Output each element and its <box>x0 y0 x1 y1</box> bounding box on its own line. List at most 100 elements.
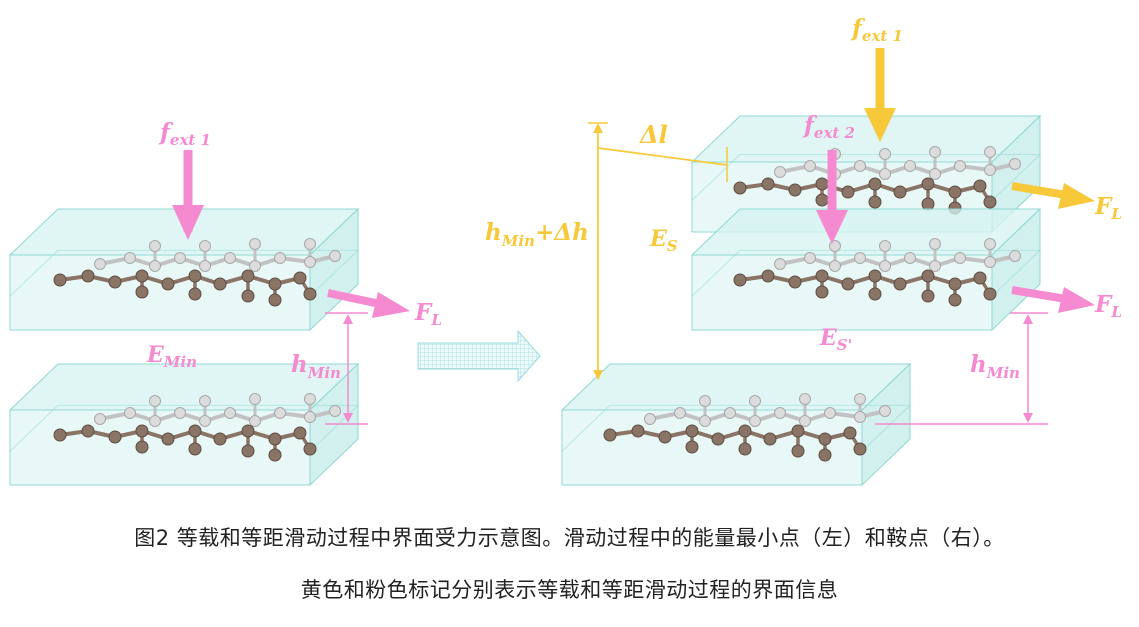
atom <box>818 432 832 446</box>
ghost-atom <box>929 260 941 272</box>
left-bottom-slab <box>8 362 360 487</box>
molecule <box>603 393 891 462</box>
right-slide-dimension <box>597 147 728 166</box>
atom <box>81 269 95 283</box>
ghost-atom <box>304 411 316 423</box>
atom <box>948 185 962 199</box>
ghost-atom <box>199 260 211 272</box>
ghost-atom <box>984 164 996 176</box>
atom <box>241 424 255 438</box>
ghost-atom <box>304 238 316 250</box>
left-emin-label: EMin <box>146 342 197 371</box>
ghost-atom <box>984 256 996 268</box>
ghost-atom <box>329 405 341 417</box>
atom <box>738 424 752 438</box>
atom <box>268 293 282 307</box>
atom <box>815 285 829 299</box>
atom <box>841 185 855 199</box>
right-fext1-label: fext 1 <box>850 15 903 45</box>
ghost-atom <box>174 407 186 419</box>
ghost-atom <box>879 148 891 160</box>
left-fl-label: FL <box>414 299 442 329</box>
caption-line-2: 黄色和粉色标记分别表示等载和等距滑动过程的界面信息 <box>300 578 839 602</box>
ghost-atom <box>829 260 841 272</box>
atom <box>53 428 67 442</box>
ghost-atom <box>304 256 316 268</box>
right-panel: hMin+Δh Δl fext 1 fext 2 FL FL ES ES' hM… <box>485 15 1122 425</box>
molecule <box>733 146 1021 215</box>
right-fl-mid-label: FL <box>1094 291 1122 321</box>
atom <box>841 277 855 291</box>
ghost-atom <box>199 240 211 252</box>
atom <box>303 287 317 301</box>
interface-force-diagram: fext 1 FL EMin hMin hMin+Δh Δl fext 1 <box>8 15 1122 487</box>
ghost-atom <box>929 238 941 250</box>
atom <box>241 269 255 283</box>
atom <box>788 183 802 197</box>
ghost-atom <box>149 415 161 427</box>
right-hmin-label: hMin <box>970 351 1020 382</box>
atom <box>868 177 882 191</box>
atom <box>893 185 907 199</box>
atom <box>788 275 802 289</box>
atom <box>631 424 645 438</box>
left-fext-arrowhead <box>172 205 204 240</box>
atom <box>188 269 202 283</box>
ghost-atom <box>774 258 786 270</box>
atom <box>921 177 935 191</box>
atom <box>983 287 997 301</box>
atom <box>135 424 149 438</box>
ghost-atom <box>804 160 816 172</box>
ghost-atom <box>224 407 236 419</box>
ghost-atom <box>929 168 941 180</box>
atom <box>761 177 775 191</box>
ghost-atom <box>879 405 891 417</box>
ghost-atom <box>879 260 891 272</box>
ghost-atom <box>149 240 161 252</box>
atom <box>135 269 149 283</box>
molecule <box>53 393 341 462</box>
ghost-atom <box>329 250 341 262</box>
atom <box>733 181 747 195</box>
atom <box>815 269 829 283</box>
atom <box>135 440 149 454</box>
atom <box>791 444 805 458</box>
right-fext1-arrowhead <box>864 108 896 142</box>
atom <box>853 442 867 456</box>
atom <box>293 426 307 440</box>
right-mid-slab <box>690 207 1042 332</box>
ghost-atom <box>799 415 811 427</box>
ghost-atom <box>904 252 916 264</box>
right-height-label: hMin+Δh <box>485 219 589 250</box>
right-slide-label: Δl <box>639 120 668 149</box>
ghost-atom <box>824 407 836 419</box>
atom <box>761 269 775 283</box>
ghost-atom <box>304 393 316 405</box>
atom <box>763 432 777 446</box>
ghost-atom <box>1009 158 1021 170</box>
atom <box>161 277 175 291</box>
atom <box>948 277 962 291</box>
ghost-atom <box>274 252 286 264</box>
ghost-atom <box>804 252 816 264</box>
ghost-atom <box>249 393 261 405</box>
caption-line-1: 图2 等载和等距滑动过程中界面受力示意图。滑动过程中的能量最小点（左）和鞍点（右… <box>134 526 1005 550</box>
ghost-atom <box>879 168 891 180</box>
ghost-atom <box>1009 250 1021 262</box>
atom <box>711 432 725 446</box>
ghost-atom <box>249 260 261 272</box>
left-hmin-label: hMin <box>291 351 341 382</box>
atom <box>948 293 962 307</box>
atom <box>603 428 617 442</box>
ghost-atom <box>749 395 761 407</box>
ghost-atom <box>124 252 136 264</box>
atom <box>241 289 255 303</box>
atom <box>108 275 122 289</box>
atom <box>733 273 747 287</box>
ghost-atom <box>904 160 916 172</box>
atom <box>738 442 752 456</box>
ghost-atom <box>774 166 786 178</box>
atom <box>685 440 699 454</box>
ghost-atom <box>854 393 866 405</box>
atom <box>293 271 307 285</box>
